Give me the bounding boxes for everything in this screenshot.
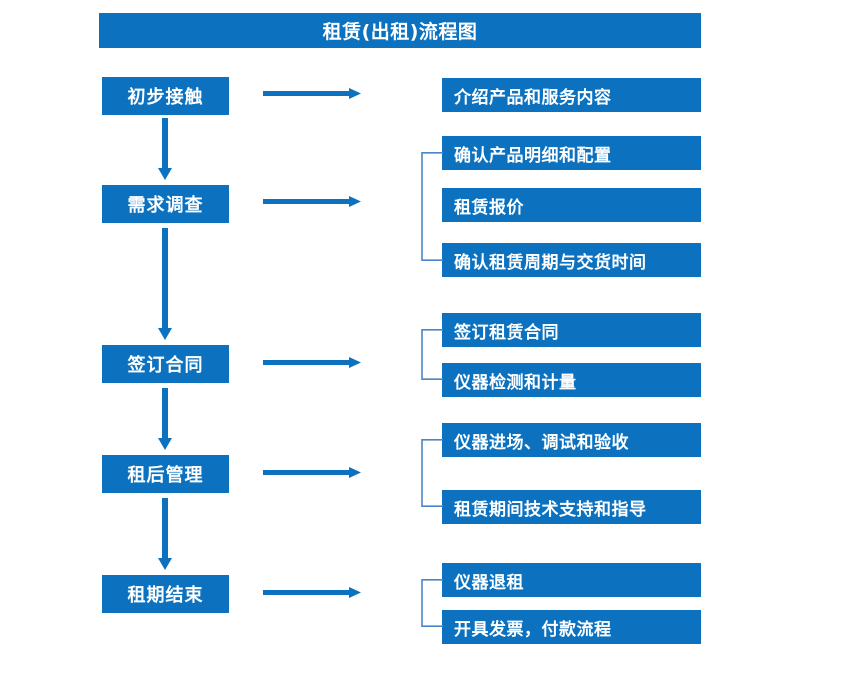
detail-box-label: 开具发票，付款流程 bbox=[454, 619, 612, 640]
detail-box-9[interactable]: 仪器退租 bbox=[442, 563, 701, 597]
detail-box-label: 仪器退租 bbox=[454, 572, 524, 593]
detail-box-label: 仪器检测和计量 bbox=[454, 372, 577, 393]
arrow-stage-1-to-stage-2-icon bbox=[157, 118, 173, 180]
bracket-group-4-icon bbox=[421, 439, 443, 507]
stage-box-label: 租后管理 bbox=[127, 465, 204, 486]
arrow-stage-4-to-details-icon bbox=[263, 466, 361, 480]
detail-box-label: 确认租赁周期与交货时间 bbox=[454, 252, 647, 273]
detail-box-label: 租赁报价 bbox=[454, 197, 524, 218]
detail-box-label: 介绍产品和服务内容 bbox=[454, 87, 612, 108]
stage-box-label: 签订合同 bbox=[127, 355, 204, 376]
detail-box-3[interactable]: 租赁报价 bbox=[442, 188, 701, 222]
stage-box-label: 租期结束 bbox=[127, 585, 204, 606]
detail-box-4[interactable]: 确认租赁周期与交货时间 bbox=[442, 243, 701, 277]
detail-box-label: 签订租赁合同 bbox=[454, 322, 559, 343]
detail-box-7[interactable]: 仪器进场、调试和验收 bbox=[442, 423, 701, 457]
detail-box-6[interactable]: 仪器检测和计量 bbox=[442, 363, 701, 397]
stage-box-5[interactable]: 租期结束 bbox=[102, 575, 229, 613]
stage-box-label: 需求调查 bbox=[127, 195, 204, 216]
arrow-stage-5-to-details-icon bbox=[263, 586, 361, 600]
arrow-stage-2-to-details-icon bbox=[263, 195, 361, 209]
detail-box-1[interactable]: 介绍产品和服务内容 bbox=[442, 78, 701, 112]
detail-box-label: 租赁期间技术支持和指导 bbox=[454, 499, 647, 520]
stage-box-1[interactable]: 初步接触 bbox=[102, 77, 229, 115]
detail-box-label: 确认产品明细和配置 bbox=[454, 145, 612, 166]
bracket-group-2-icon bbox=[421, 152, 443, 261]
stage-box-label: 初步接触 bbox=[127, 87, 204, 108]
chart-title: 租赁(出租)流程图 bbox=[99, 13, 701, 48]
detail-box-2[interactable]: 确认产品明细和配置 bbox=[442, 136, 701, 170]
detail-box-10[interactable]: 开具发票，付款流程 bbox=[442, 610, 701, 644]
arrow-stage-3-to-stage-4-icon bbox=[157, 388, 173, 450]
detail-box-8[interactable]: 租赁期间技术支持和指导 bbox=[442, 490, 701, 524]
arrow-stage-3-to-details-icon bbox=[263, 356, 361, 370]
stage-box-3[interactable]: 签订合同 bbox=[102, 345, 229, 383]
detail-box-5[interactable]: 签订租赁合同 bbox=[442, 313, 701, 347]
stage-box-4[interactable]: 租后管理 bbox=[102, 455, 229, 493]
stage-box-2[interactable]: 需求调查 bbox=[102, 185, 229, 223]
detail-box-label: 仪器进场、调试和验收 bbox=[454, 432, 629, 453]
arrow-stage-2-to-stage-3-icon bbox=[157, 228, 173, 340]
arrow-stage-4-to-stage-5-icon bbox=[157, 498, 173, 570]
arrow-stage-1-to-details-icon bbox=[263, 87, 361, 101]
bracket-group-5-icon bbox=[421, 579, 443, 627]
bracket-group-3-icon bbox=[421, 329, 443, 380]
